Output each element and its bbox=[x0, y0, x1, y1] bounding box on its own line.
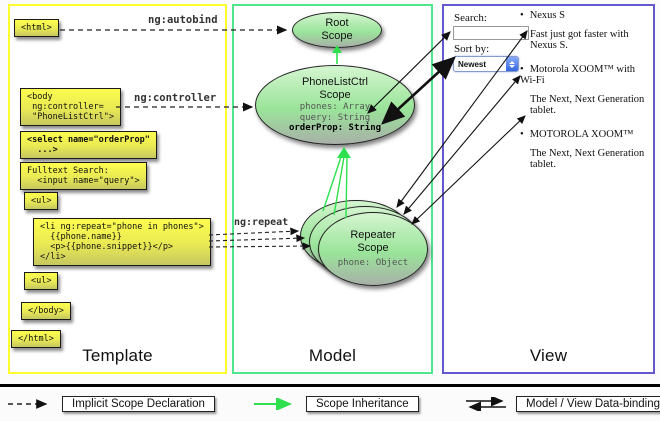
legend-scope-inheritance: Scope Inheritance bbox=[252, 396, 419, 412]
code-select: <select name="orderProp" ...> bbox=[20, 131, 157, 159]
sort-by-label: Sort by: bbox=[454, 43, 490, 55]
phone-desc: Fast just got faster with Nexus S. bbox=[530, 29, 629, 51]
phone-list: •Nexus S Fast just got faster with Nexus… bbox=[520, 10, 652, 183]
repeater-prop-phone: phone: Object bbox=[337, 258, 409, 269]
phonelistctrl-prop-phones: phones: Array bbox=[299, 102, 371, 113]
phone-title: •Nexus S bbox=[520, 10, 565, 21]
dashed-arrow-icon bbox=[8, 399, 48, 409]
root-scope-ellipse: Root Scope bbox=[292, 12, 382, 48]
legend-label-inheritance: Scope Inheritance bbox=[306, 396, 419, 412]
legend-label-implicit: Implicit Scope Declaration bbox=[62, 396, 215, 412]
repeater-scope-title: Repeater Scope bbox=[350, 229, 396, 255]
code-ul-close: <ul> bbox=[24, 272, 59, 290]
code-fulltext-search: Fulltext Search: <input name="query"> bbox=[20, 162, 147, 190]
code-body-open: <body ng:controller= "PhoneListCtrl"> bbox=[20, 88, 121, 126]
select-stepper-icon bbox=[506, 57, 518, 71]
code-html-close: </html> bbox=[11, 330, 61, 348]
code-li-repeat: <li ng:repeat="phone in phones"> {{phone… bbox=[33, 218, 211, 266]
model-panel-title: Model bbox=[308, 346, 357, 365]
ng-repeat-label: ng:repeat bbox=[234, 217, 289, 228]
phonelistctrl-prop-orderprop: orderProp: String bbox=[288, 123, 382, 134]
ng-controller-label: ng:controller bbox=[134, 92, 217, 104]
view-panel-title: View bbox=[529, 346, 568, 365]
root-scope-title: Root Scope bbox=[321, 17, 353, 42]
bullet-icon: • bbox=[520, 10, 524, 21]
phone-title: •MOTOROLA XOOM™ bbox=[520, 129, 634, 140]
search-input[interactable] bbox=[453, 26, 529, 40]
phone-desc: The Next, Next Generation tablet. bbox=[530, 94, 645, 116]
bullet-icon: • bbox=[520, 129, 524, 140]
search-label: Search: bbox=[454, 12, 487, 24]
legend-separator bbox=[0, 384, 660, 387]
template-panel-title: Template bbox=[82, 346, 153, 365]
sort-select-value: Newest bbox=[458, 59, 487, 69]
sort-select[interactable]: Newest bbox=[453, 56, 519, 72]
legend-label-binding: Model / View Data-binding bbox=[516, 396, 660, 412]
legend-implicit-scope: Implicit Scope Declaration bbox=[6, 396, 215, 412]
code-body-close: </body> bbox=[21, 302, 71, 320]
list-item: •Motorola XOOM™ with Wi-Fi The Next, Nex… bbox=[520, 64, 652, 116]
ng-autobind-label: ng:autobind bbox=[148, 14, 218, 26]
green-arrow-icon bbox=[254, 398, 292, 410]
repeater-scope-ellipse-front: Repeater Scope phone: Object bbox=[318, 212, 428, 286]
list-item: •Nexus S Fast just got faster with Nexus… bbox=[520, 10, 652, 51]
code-ul-open: <ul> bbox=[24, 192, 59, 210]
double-arrow-icon bbox=[466, 397, 506, 411]
legend-data-binding: Model / View Data-binding bbox=[464, 396, 660, 412]
phonelistctrl-prop-query: query: String bbox=[299, 112, 371, 123]
model-panel: Model bbox=[232, 4, 433, 374]
list-item: •MOTOROLA XOOM™ The Next, Next Generatio… bbox=[520, 129, 652, 170]
phone-desc: The Next, Next Generation tablet. bbox=[530, 148, 645, 170]
phone-title: •Motorola XOOM™ with Wi-Fi bbox=[520, 64, 636, 86]
phonelistctrl-scope-title: PhoneListCtrl Scope bbox=[301, 76, 369, 102]
bullet-icon: • bbox=[520, 64, 524, 75]
phonelistctrl-scope-ellipse: PhoneListCtrl Scope phones: Array query:… bbox=[255, 65, 415, 145]
code-html-open: <html> bbox=[14, 19, 59, 37]
